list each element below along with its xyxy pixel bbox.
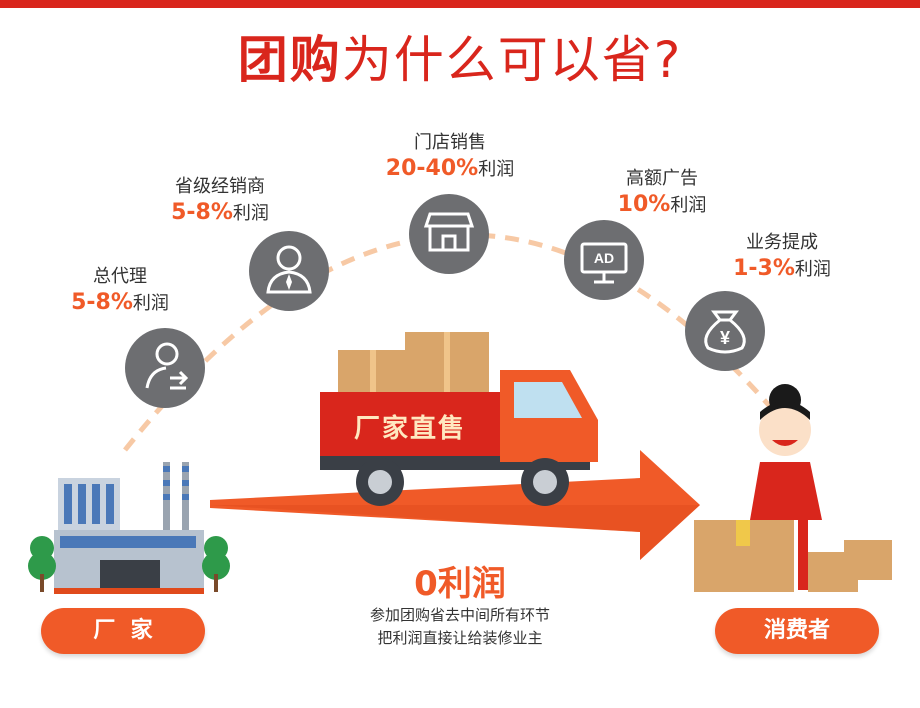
yen-symbol: ¥ [720,328,730,348]
stage-label-agent: 总代理 5-8%利润 [71,266,169,315]
ad-text: AD [594,250,614,266]
page-title: 团购为什么可以省? [0,30,920,90]
store-icon [409,194,489,274]
consumer-illustration [750,384,822,590]
stage-label-store: 门店销售 20-40%利润 [385,132,515,181]
ad-screen-icon [564,220,644,300]
user-exchange-icon [125,328,205,408]
businessman-icon [249,231,329,311]
factory-illustration [28,462,230,594]
money-bag-icon [685,291,765,371]
stage-label-commission: 业务提成 1-3%利润 [733,232,831,281]
zero-profit-description: 参加团购省去中间所有环节 把利润直接让给装修业主 [369,606,550,647]
consumer-pill: 消费者 [715,608,879,654]
zero-profit-headline: 0利润 [414,564,506,604]
truck-illustration [320,332,598,506]
title-highlight: 团购 [237,31,342,89]
factory-pill: 厂 家 [41,608,205,654]
stage-label-provincial: 省级经销商 5-8%利润 [171,176,269,225]
truck-label: 厂家直售 [353,414,466,444]
title-rest: 为什么可以省? [341,31,683,89]
stage-label-ads: 高额广告 10%利润 [617,168,707,217]
top-accent-bar [0,0,920,8]
cardboard-boxes [694,520,892,592]
